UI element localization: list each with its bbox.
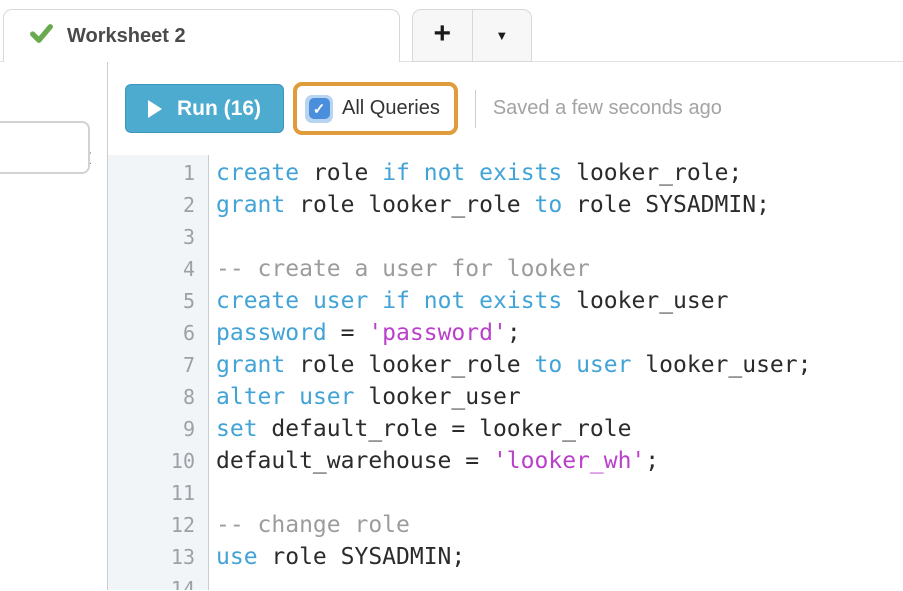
line-number: 1 bbox=[182, 161, 195, 185]
checkbox-checked: ✓ bbox=[308, 98, 330, 119]
all-queries-checkbox[interactable]: ✓ bbox=[305, 94, 333, 123]
code-text: password = 'password'; bbox=[216, 320, 521, 346]
run-button-label: Run (16) bbox=[177, 96, 261, 120]
code-line[interactable]: 9 set default_role = looker_role bbox=[108, 413, 903, 445]
line-number: 8 bbox=[182, 385, 195, 409]
play-icon bbox=[148, 99, 162, 118]
tab-worksheet-2[interactable]: Worksheet 2 bbox=[3, 9, 400, 62]
code-text: grant role looker_role to role SYSADMIN; bbox=[216, 192, 770, 218]
code-text bbox=[208, 477, 216, 509]
checkbox-check-icon: ✓ bbox=[312, 100, 326, 118]
code-line[interactable]: 13 use role SYSADMIN; bbox=[108, 541, 903, 573]
line-number: 13 bbox=[170, 545, 195, 569]
all-queries-highlight-box: ✓ All Queries bbox=[293, 82, 458, 135]
tab-actions: + ▼ bbox=[412, 9, 532, 62]
line-number: 9 bbox=[182, 417, 195, 441]
sidebar-search-box[interactable] bbox=[0, 121, 90, 174]
code-text: create user if not exists looker_user bbox=[216, 288, 729, 314]
code-text: -- create a user for looker bbox=[216, 256, 590, 282]
code-text bbox=[208, 221, 216, 253]
code-line[interactable]: 12 -- change role bbox=[108, 509, 903, 541]
line-number: 10 bbox=[170, 449, 195, 473]
code-text: -- change role bbox=[216, 512, 410, 538]
window-body: « Run (16) ✓ All Queries bbox=[0, 62, 903, 590]
code-text: set default_role = looker_role bbox=[216, 416, 632, 442]
sql-editor[interactable]: 1 create role if not exists looker_role; 2… bbox=[108, 155, 903, 590]
toolbar-divider bbox=[474, 89, 476, 128]
code-text: grant role looker_role to user looker_us… bbox=[216, 352, 812, 378]
code-line[interactable]: 2 grant role looker_role to role SYSADMIN… bbox=[108, 189, 903, 221]
line-number: 14 bbox=[170, 577, 195, 590]
gutter-divider bbox=[208, 155, 209, 590]
line-number: 12 bbox=[170, 513, 195, 537]
code-line[interactable]: 11 bbox=[108, 477, 903, 509]
code-line[interactable]: 6 password = 'password'; bbox=[108, 317, 903, 349]
run-button[interactable]: Run (16) bbox=[125, 84, 284, 133]
tab-bar: Worksheet 2 + ▼ bbox=[0, 0, 903, 62]
line-number: 5 bbox=[182, 289, 195, 313]
code-text bbox=[208, 573, 216, 590]
code-line[interactable]: 7 grant role looker_role to user looker_u… bbox=[108, 349, 903, 381]
code-line[interactable]: 4 -- create a user for looker bbox=[108, 253, 903, 285]
code-line[interactable]: 14 bbox=[108, 573, 903, 590]
code-text: use role SYSADMIN; bbox=[216, 544, 466, 570]
line-number: 11 bbox=[170, 481, 195, 505]
code-line[interactable]: 10 default_warehouse = 'looker_wh'; bbox=[108, 445, 903, 477]
code-line[interactable]: 3 bbox=[108, 221, 903, 253]
worksheet-menu-dropdown-button[interactable]: ▼ bbox=[471, 10, 532, 61]
new-worksheet-button[interactable]: + bbox=[433, 17, 452, 50]
tab-label: Worksheet 2 bbox=[67, 24, 186, 47]
code-text: create role if not exists looker_role; bbox=[216, 160, 743, 186]
saved-checkmark-icon bbox=[29, 21, 54, 51]
code-text: alter user looker_user bbox=[216, 384, 521, 410]
all-queries-label: All Queries bbox=[342, 97, 440, 119]
line-number: 3 bbox=[182, 225, 195, 249]
code-text: default_warehouse = 'looker_wh'; bbox=[216, 448, 660, 474]
code-line[interactable]: 1 create role if not exists looker_role; bbox=[108, 157, 903, 189]
line-number: 2 bbox=[182, 193, 195, 217]
main-panel: Run (16) ✓ All Queries Saved a few secon… bbox=[108, 62, 903, 590]
line-number: 6 bbox=[182, 321, 195, 345]
editor-toolbar: Run (16) ✓ All Queries Saved a few secon… bbox=[108, 62, 903, 155]
line-number: 4 bbox=[182, 257, 195, 281]
line-number: 7 bbox=[182, 353, 195, 377]
saved-status: Saved a few seconds ago bbox=[492, 97, 722, 119]
sidebar: « bbox=[0, 62, 108, 590]
code-line[interactable]: 8 alter user looker_user bbox=[108, 381, 903, 413]
code-line[interactable]: 5 create user if not exists looker_user bbox=[108, 285, 903, 317]
